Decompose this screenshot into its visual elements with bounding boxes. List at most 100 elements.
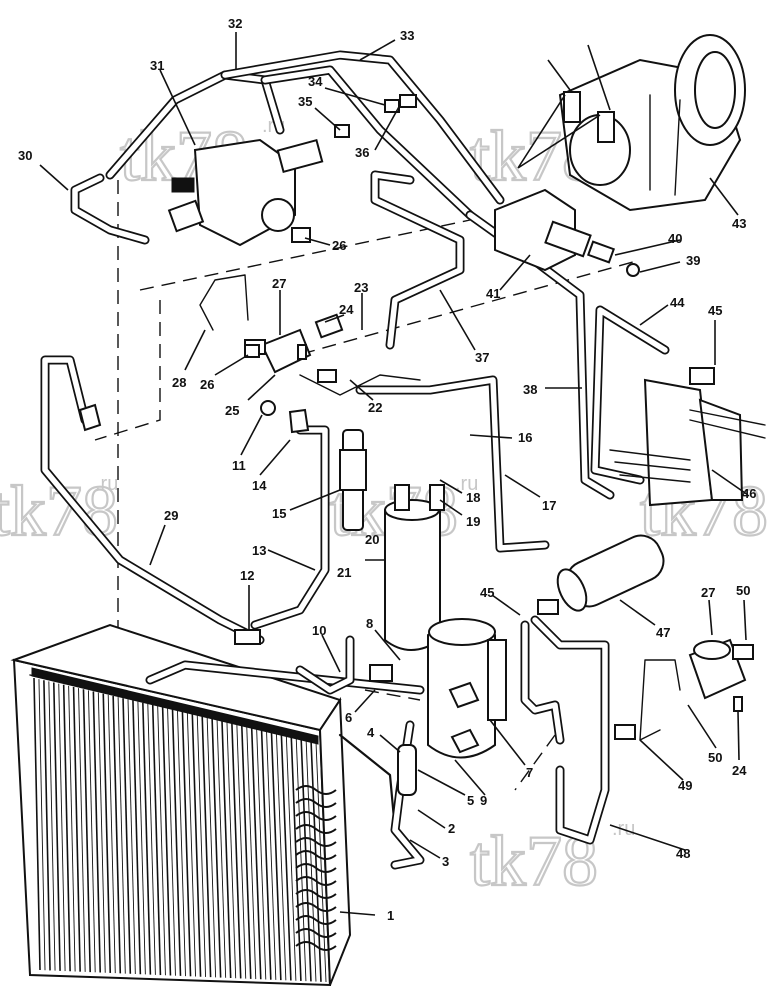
callout-10: 10 bbox=[312, 623, 326, 638]
compressor-ribs bbox=[649, 94, 681, 196]
callout-8: 8 bbox=[366, 616, 373, 631]
drier-fitting bbox=[429, 484, 445, 511]
condenser-fin bbox=[315, 741, 327, 983]
leader-14 bbox=[259, 439, 291, 476]
leader-22 bbox=[349, 379, 374, 401]
condenser-fin bbox=[260, 729, 272, 980]
leader-6 bbox=[354, 689, 376, 713]
leader-24-upper bbox=[324, 314, 345, 323]
tube-22 bbox=[299, 374, 421, 396]
callout-22: 22 bbox=[368, 400, 382, 415]
leader-17 bbox=[504, 474, 541, 498]
service-port bbox=[563, 91, 581, 123]
manifold-body bbox=[494, 188, 576, 272]
callout-29: 29 bbox=[164, 508, 178, 523]
condenser-fin bbox=[266, 730, 277, 980]
leader-15 bbox=[289, 489, 341, 511]
leader-lines bbox=[39, 32, 749, 916]
tube-49 bbox=[639, 659, 681, 741]
condenser-fin bbox=[38, 679, 46, 971]
callout-2: 2 bbox=[448, 821, 455, 836]
condenser-fin bbox=[52, 682, 61, 971]
fitting-49 bbox=[614, 724, 636, 740]
condenser-coil bbox=[295, 850, 337, 860]
condenser-fin bbox=[117, 697, 126, 974]
bracket-plate bbox=[643, 378, 714, 507]
callout-36: 36 bbox=[355, 145, 369, 160]
callout-35: 35 bbox=[298, 94, 312, 109]
leader-8 bbox=[374, 629, 401, 661]
condenser-coil bbox=[295, 902, 337, 912]
condenser-fin bbox=[33, 677, 41, 971]
condenser-fin bbox=[137, 701, 146, 975]
leader-13 bbox=[267, 549, 316, 571]
leader-27-lower bbox=[708, 599, 713, 636]
leader-26-lower bbox=[214, 354, 249, 376]
solenoid-body bbox=[260, 328, 312, 374]
leader-37 bbox=[439, 289, 476, 351]
accumulator-9 bbox=[427, 618, 507, 759]
connector-23 bbox=[314, 313, 344, 339]
connector-36 bbox=[399, 94, 417, 108]
condenser-fin bbox=[102, 693, 112, 973]
o-ring-11 bbox=[260, 400, 276, 416]
tube-13 bbox=[250, 425, 330, 630]
pin-24-upper bbox=[297, 344, 307, 360]
condenser-fin bbox=[300, 738, 312, 982]
condenser-coil bbox=[295, 837, 337, 847]
condenser-fin bbox=[62, 684, 71, 972]
sight-glass-15 bbox=[339, 429, 367, 531]
leader-compressor-ports bbox=[517, 94, 601, 169]
callout-14: 14 bbox=[252, 478, 267, 493]
condenser-fin bbox=[240, 725, 252, 979]
o-ring-39 bbox=[626, 263, 640, 277]
fitting-45-upper bbox=[689, 367, 715, 385]
fitting-14 bbox=[288, 408, 310, 434]
condenser-fin bbox=[310, 740, 322, 982]
condenser-fin bbox=[122, 698, 132, 974]
leader-46 bbox=[711, 469, 749, 496]
callout-18: 18 bbox=[466, 490, 480, 505]
callout-45-upper: 45 bbox=[708, 303, 722, 318]
connectors-and-fittings bbox=[78, 94, 743, 796]
condenser-fin bbox=[226, 721, 237, 979]
callout-27-lower: 27 bbox=[701, 585, 715, 600]
leader-47 bbox=[619, 599, 656, 626]
accumulator-nut bbox=[450, 728, 480, 754]
callout-23: 23 bbox=[354, 280, 368, 295]
callout-37: 37 bbox=[475, 350, 489, 365]
callout-26-lower: 26 bbox=[200, 377, 214, 392]
condenser-coil bbox=[295, 889, 337, 899]
callout-1: 1 bbox=[387, 908, 394, 923]
solenoid-valve-27-lower bbox=[688, 638, 754, 700]
leader-11 bbox=[240, 414, 263, 456]
callout-5: 5 bbox=[467, 793, 474, 808]
condenser-fin bbox=[246, 726, 257, 980]
callout-11: 11 bbox=[232, 458, 246, 473]
clutch-hub bbox=[694, 51, 736, 129]
valve-clip bbox=[171, 177, 195, 193]
mounting-bracket-46 bbox=[609, 378, 766, 507]
condenser-fin bbox=[177, 710, 186, 977]
condenser-fin bbox=[181, 711, 192, 977]
callout-7: 7 bbox=[526, 765, 533, 780]
condenser-fin bbox=[43, 680, 51, 971]
callout-40: 40 bbox=[668, 231, 682, 246]
condenser-fin bbox=[305, 739, 317, 982]
condenser-coil-loops bbox=[295, 785, 337, 951]
valve-dome bbox=[261, 198, 295, 232]
condenser-fin bbox=[231, 722, 242, 979]
condenser-fin bbox=[161, 707, 172, 976]
leader-45-lower bbox=[491, 594, 521, 616]
condenser-outlet-line bbox=[338, 733, 397, 832]
condenser-fin bbox=[78, 688, 86, 972]
leader-26-upper bbox=[304, 237, 331, 246]
leader-7 bbox=[489, 719, 526, 766]
condenser-fin bbox=[48, 681, 56, 971]
condenser-fin bbox=[270, 731, 282, 981]
callout-6: 6 bbox=[345, 710, 352, 725]
callout-9: 9 bbox=[480, 793, 487, 808]
accumulator-top bbox=[428, 618, 496, 646]
pin-24-lower bbox=[733, 696, 743, 712]
fitting-26-lower bbox=[244, 344, 260, 358]
